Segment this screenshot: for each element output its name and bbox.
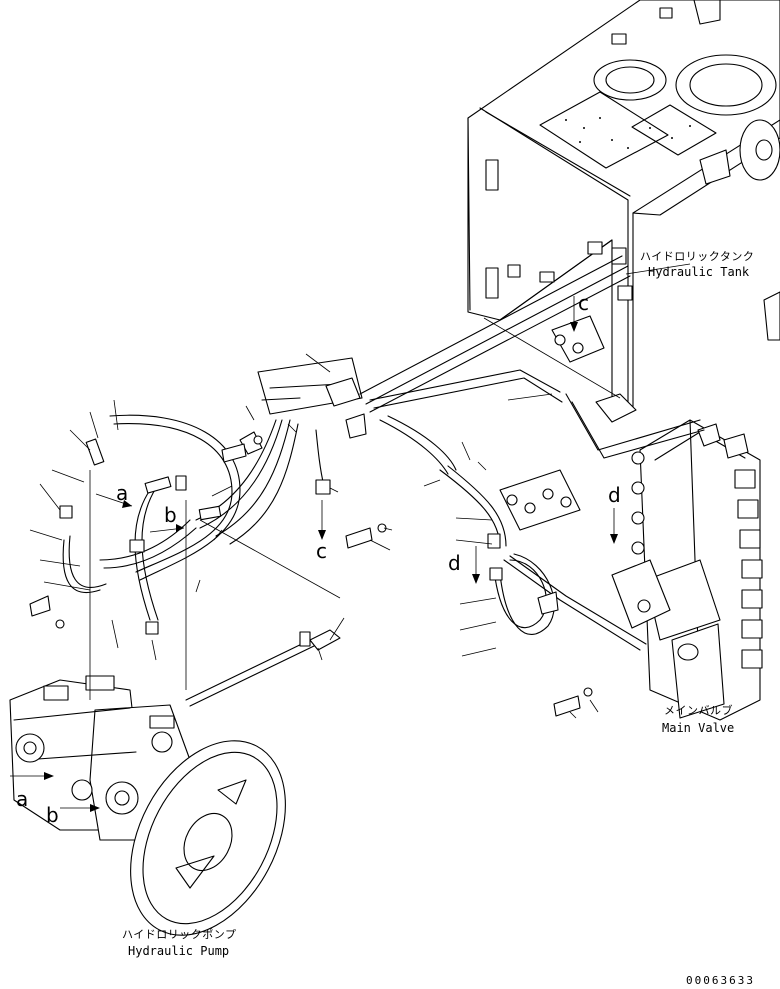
tank-label-en: Hydraulic Tank [648, 265, 750, 279]
ref-b-hose: b [164, 503, 177, 527]
hydraulic-tank [467, 0, 780, 423]
leader-lines [10, 263, 691, 812]
hose-routing [29, 255, 705, 717]
ref-d-valve: d [608, 483, 621, 507]
valve-label-jp: メインバルブ [664, 703, 733, 717]
ref-d-hose: d [448, 551, 461, 575]
ref-a-hose: a [116, 481, 128, 505]
ref-b-pump: b [46, 803, 59, 827]
drawing-code: 00063633 [686, 974, 755, 987]
ref-a-pump: a [16, 787, 28, 811]
ref-c-hose: c [316, 539, 327, 563]
pump-label-en: Hydraulic Pump [128, 944, 229, 958]
main-valve [611, 419, 763, 721]
valve-label-en: Main Valve [662, 721, 734, 735]
tank-label-jp: ハイドロリックタンク [640, 250, 754, 263]
hydraulic-pump [9, 675, 286, 936]
ref-c-tank: c [578, 291, 589, 315]
pump-label-jp: ハイドロリックポンプ [122, 928, 236, 941]
